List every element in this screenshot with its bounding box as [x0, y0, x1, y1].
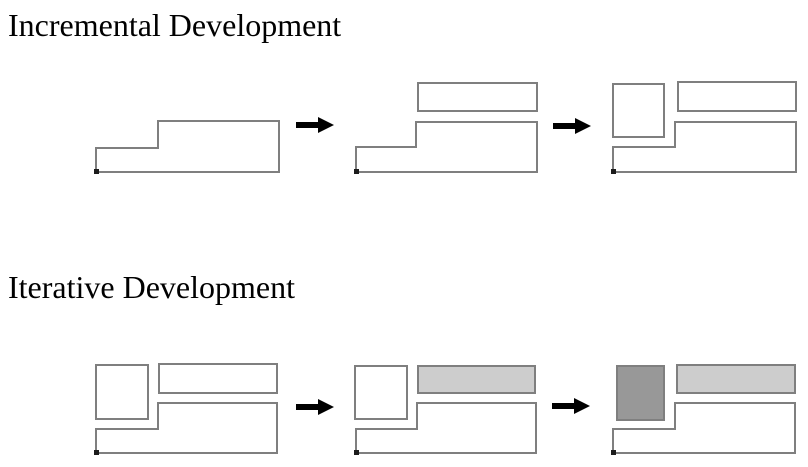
incremental-stage2-step-shape — [355, 121, 538, 173]
incremental-stage3-square — [612, 83, 665, 138]
incremental-stage1-corner-dot — [94, 169, 99, 174]
iterative-stage3-square — [616, 365, 665, 421]
incremental-arrow-2 — [553, 118, 591, 134]
iterative-stage3-top-rect — [676, 364, 796, 394]
iterative-stage1-top-rect — [158, 363, 278, 394]
incremental-arrow-1 — [296, 117, 334, 133]
iterative-stage2-square — [354, 365, 408, 420]
iterative-title: Iterative Development — [8, 269, 295, 305]
incremental-stage1-step-shape — [95, 120, 280, 173]
iterative-stage1-corner-dot — [94, 450, 99, 455]
iterative-stage1-square — [95, 364, 149, 420]
incremental-stage3-corner-dot — [611, 169, 616, 174]
iterative-stage3-corner-dot — [611, 450, 616, 455]
iterative-arrow-2 — [552, 398, 590, 414]
incremental-stage2-top-rect — [417, 82, 538, 112]
iterative-stage2-corner-dot — [354, 450, 359, 455]
incremental-stage3-top-rect — [677, 81, 797, 112]
incremental-stage2-corner-dot — [354, 169, 359, 174]
iterative-arrow-1 — [296, 399, 334, 415]
iterative-stage2-top-rect — [417, 365, 536, 394]
incremental-title: Incremental Development — [8, 7, 342, 43]
